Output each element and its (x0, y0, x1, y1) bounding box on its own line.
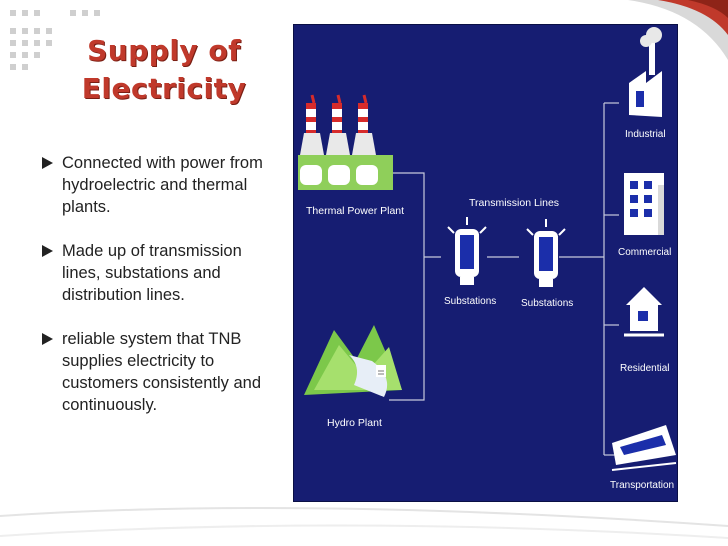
industrial-label: Industrial (625, 129, 666, 140)
slide-title: Supply of Electricity (78, 32, 250, 108)
commercial-label: Commercial (618, 247, 671, 258)
substation-1-label: Substations (444, 296, 496, 307)
substation-icon (526, 219, 566, 287)
thermal-power-plant-icon (298, 94, 393, 190)
bullet-list: Connected with power from hydroelectric … (42, 152, 267, 438)
bullet-item: Connected with power from hydroelectric … (42, 152, 267, 218)
title-line-1: Supply of (87, 34, 241, 67)
transportation-label: Transportation (610, 480, 674, 491)
residential-house-icon (624, 287, 664, 337)
substation-icon (447, 217, 487, 285)
bullet-text: Made up of transmission lines, substatio… (62, 242, 242, 304)
title-line-2: Electricity (81, 72, 247, 105)
bottom-swoosh-decoration (0, 507, 728, 539)
thermal-plant-label: Thermal Power Plant (306, 205, 404, 217)
bullet-item: Made up of transmission lines, substatio… (42, 240, 267, 306)
power-grid-diagram: Thermal Power Plant Hydro Plant Transmis… (293, 24, 678, 502)
bullet-text: reliable system that TNB supplies electr… (62, 330, 262, 414)
arrow-bullet-icon (42, 333, 53, 345)
hydro-plant-icon (304, 325, 402, 397)
connection-lines (386, 102, 619, 456)
arrow-bullet-icon (42, 157, 53, 169)
substation-2-label: Substations (521, 298, 573, 309)
train-icon (611, 425, 677, 471)
dot-grid-decoration (10, 10, 100, 70)
bullet-item: reliable system that TNB supplies electr… (42, 328, 267, 416)
bullet-text: Connected with power from hydroelectric … (62, 154, 263, 216)
arrow-bullet-icon (42, 245, 53, 257)
industrial-building-icon (629, 27, 662, 117)
hydro-plant-label: Hydro Plant (327, 417, 382, 429)
corner-swoosh-decoration (628, 0, 728, 60)
transmission-lines-label: Transmission Lines (469, 197, 559, 209)
commercial-building-icon (624, 173, 664, 235)
residential-label: Residential (620, 363, 669, 374)
